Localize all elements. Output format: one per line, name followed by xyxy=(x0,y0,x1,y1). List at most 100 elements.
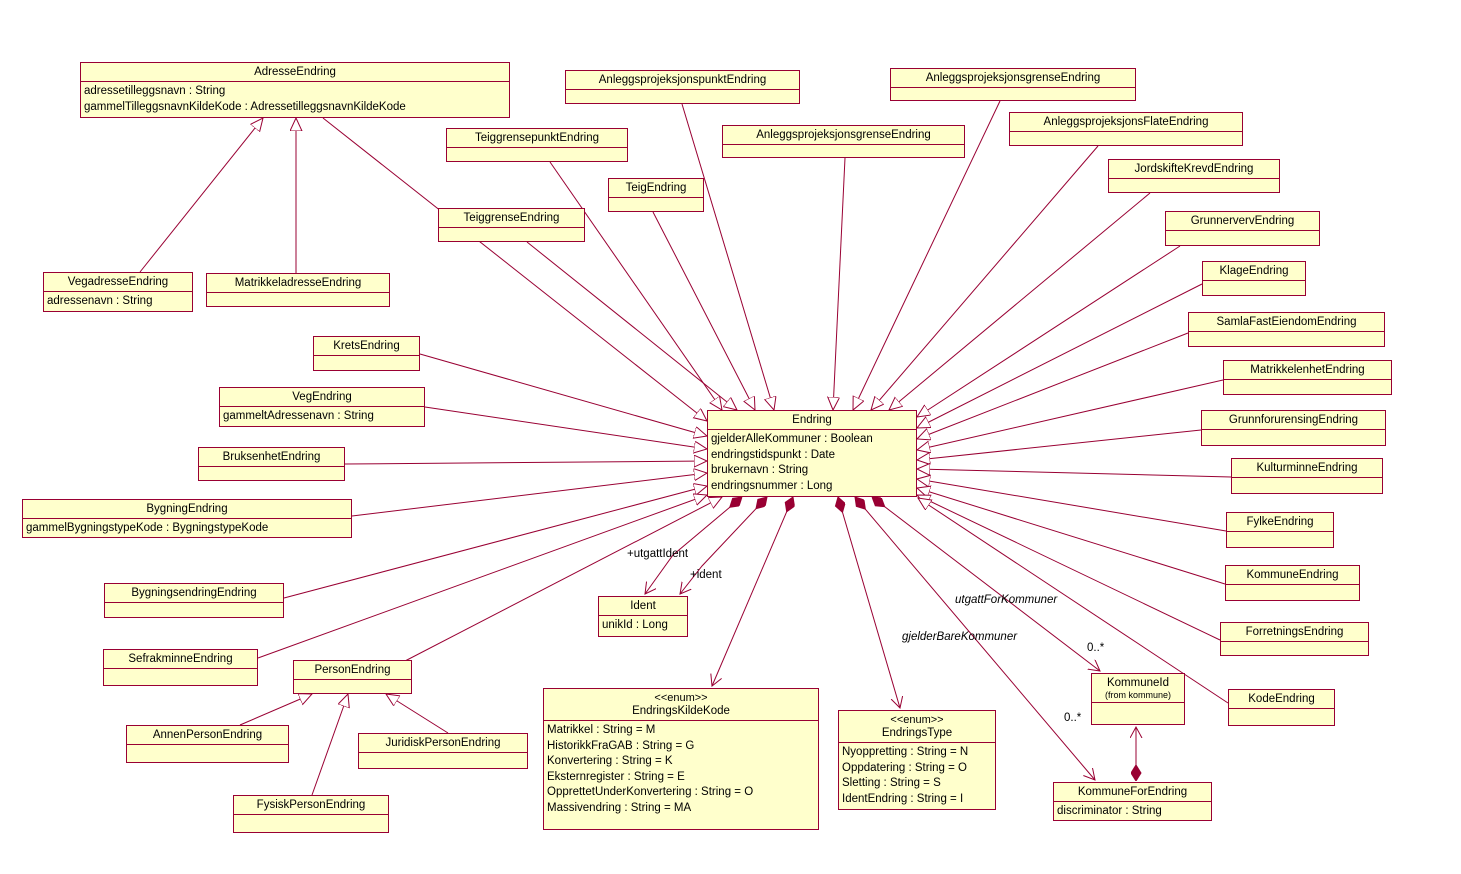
class-title: AdresseEndring xyxy=(81,63,509,82)
class-attribute: Massivendring : String = MA xyxy=(547,801,692,814)
class-name: FylkeEndring xyxy=(1246,516,1314,528)
generalization-edge xyxy=(917,479,1227,532)
class-attributes-compartment: discriminator : String xyxy=(1054,802,1211,820)
class-name: GrunnervervEndring xyxy=(1190,215,1295,227)
class-attributes-compartment xyxy=(1203,281,1305,295)
class-juridiskperson: JuridiskPersonEndring xyxy=(358,733,528,769)
class-name: Ident xyxy=(630,600,656,612)
class-attributes-compartment xyxy=(1232,478,1382,493)
class-title: Ident xyxy=(599,597,687,616)
class-title: <<enum>>EndringsType xyxy=(839,711,995,743)
class-attributes-compartment xyxy=(104,669,257,685)
class-name: FysiskPersonEndring xyxy=(256,799,366,811)
class-attribute: discriminator : String xyxy=(1057,805,1162,817)
class-attributes-compartment xyxy=(314,356,419,370)
generalization-edge xyxy=(322,117,707,421)
class-name: KodeEndring xyxy=(1248,693,1315,705)
class-veg: VegEndring gammeltAdressenavn : String xyxy=(219,387,425,427)
class-matrikkeladresse: MatrikkeladresseEndring xyxy=(206,273,390,307)
class-attribute: brukernavn : String xyxy=(711,464,809,476)
class-attribute: Eksternregister : String = E xyxy=(547,770,685,783)
class-attribute: endringsnummer : Long xyxy=(711,479,833,492)
generalization-edge xyxy=(681,103,774,410)
class-title: BygningEndring xyxy=(23,500,351,519)
class-anleggsgrense1: AnleggsprojeksjonsgrenseEndring xyxy=(890,68,1136,101)
class-title: AnleggsprojeksjonspunktEndring xyxy=(566,71,799,90)
class-title: ForretningsEndring xyxy=(1221,623,1368,642)
class-name: Endring xyxy=(792,414,832,426)
class-name: KretsEndring xyxy=(333,340,400,352)
class-name: JordskifteKrevdEndring xyxy=(1134,163,1254,175)
class-grunnforurensing: GrunnforurensingEndring xyxy=(1201,410,1386,446)
class-title: JuridiskPersonEndring xyxy=(359,734,527,753)
class-attribute: unikId : Long xyxy=(602,619,668,631)
class-title: SamlaFastEiendomEndring xyxy=(1189,313,1384,332)
class-name: AnleggsprojeksjonsgrenseEndring xyxy=(925,72,1101,84)
class-title: AnnenPersonEndring xyxy=(127,726,288,745)
class-kulturminne: KulturminneEndring xyxy=(1231,458,1383,494)
assoc-gjelderbarekommuner: gjelderBareKommuner xyxy=(902,631,1018,643)
generalization-edge xyxy=(419,353,707,436)
class-grunnerverv: GrunnervervEndring xyxy=(1165,211,1320,246)
class-attributes-compartment xyxy=(1010,132,1242,145)
class-name: BygningEndring xyxy=(146,503,228,515)
class-attributes-compartment xyxy=(1202,430,1385,445)
class-kode: KodeEndring xyxy=(1228,689,1335,726)
class-title: KretsEndring xyxy=(314,337,419,356)
class-attributes-compartment xyxy=(1227,532,1333,547)
generalization-edge xyxy=(283,486,707,599)
class-attribute: OpprettetUnderKonvertering : String = O xyxy=(547,786,754,798)
generalization-edge xyxy=(652,211,755,410)
class-name: KommuneForEndring xyxy=(1077,786,1188,798)
class-title: FylkeEndring xyxy=(1227,513,1333,532)
class-attributes-compartment: unikId : Long xyxy=(599,616,687,636)
class-attribute: Oppdatering : String = O xyxy=(842,761,967,774)
class-title: KommuneId(from kommune) xyxy=(1092,674,1184,703)
class-title: AnleggsprojeksjonsgrenseEndring xyxy=(891,69,1135,88)
class-attributes-compartment xyxy=(1092,703,1184,724)
class-name: GrunnforurensingEndring xyxy=(1228,414,1359,426)
class-name: VegadresseEndring xyxy=(67,276,169,288)
role-utgattident: +utgattIdent xyxy=(627,548,689,560)
generalization-edge xyxy=(239,694,312,726)
class-title: AnleggsprojeksjonsgrenseEndring xyxy=(723,126,964,145)
class-adresse: AdresseEndring adressetilleggsnavn : Stri… xyxy=(80,62,510,118)
class-name: TeigEndring xyxy=(625,182,687,194)
class-attribute: gjelderAlleKommuner : Boolean xyxy=(711,433,873,445)
class-name: VegEndring xyxy=(292,391,352,403)
generalization-edge xyxy=(257,495,707,659)
generalization-edge xyxy=(917,488,1226,585)
class-title: AnleggsprojeksjonsFlateEndring xyxy=(1010,113,1242,132)
class-attributes-compartment xyxy=(447,148,627,161)
class-name: AnleggsprojeksjonsFlateEndring xyxy=(1043,116,1209,128)
class-teig: TeigEndring xyxy=(608,178,704,212)
composition-edge xyxy=(712,497,793,686)
class-attributes-compartment xyxy=(234,815,388,832)
class-title: VegEndring xyxy=(220,388,424,407)
class-attribute: adressenavn : String xyxy=(47,295,153,307)
class-name: EndringsKildeKode xyxy=(632,705,730,717)
class-name: JuridiskPersonEndring xyxy=(385,737,501,749)
class-attributes-compartment xyxy=(127,745,288,762)
class-kommune: KommuneEndring xyxy=(1225,565,1360,601)
class-title: SefrakminneEndring xyxy=(104,650,257,669)
class-anleggsflate: AnleggsprojeksjonsFlateEndring xyxy=(1009,112,1243,146)
class-attribute: adressetilleggsnavn : String xyxy=(84,85,226,97)
class-attribute: gammeltAdressenavn : String xyxy=(223,410,374,422)
class-attributes-compartment xyxy=(1109,179,1279,192)
class-name: KommuneId xyxy=(1106,677,1169,689)
class-title: KlageEndring xyxy=(1203,262,1305,281)
class-name: AdresseEndring xyxy=(254,66,336,78)
class-attributes-compartment xyxy=(207,293,389,306)
class-attributes-compartment xyxy=(566,90,799,103)
class-attribute: Konvertering : String = K xyxy=(547,755,673,767)
class-title: PersonEndring xyxy=(294,661,411,680)
role-ident: +ident xyxy=(690,569,722,581)
class-attributes-compartment xyxy=(105,603,283,617)
